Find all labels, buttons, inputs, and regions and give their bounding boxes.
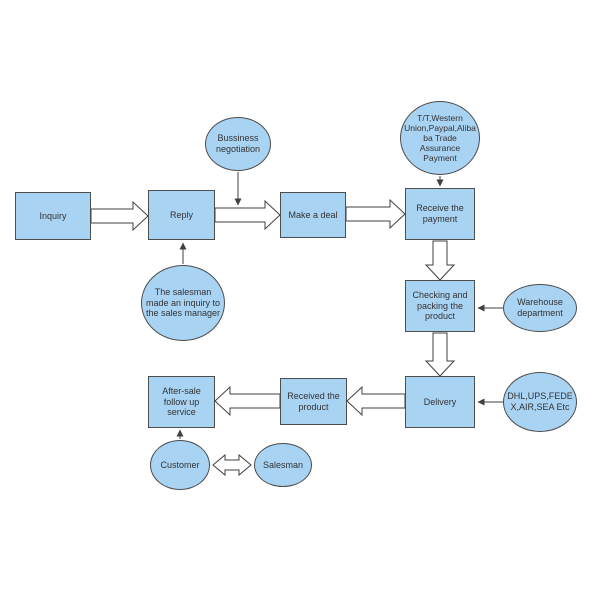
node-warehouse: Warehouse department	[503, 284, 577, 332]
node-after-sale: After-sale follow up service	[148, 376, 215, 428]
arrow-inquiry-to-reply	[90, 200, 149, 232]
node-salesman-inquiry: The salesman made an inquiry to the sale…	[141, 265, 225, 341]
node-shipping-label: DHL,UPS,FEDEX,AIR,SEA Etc	[507, 391, 573, 412]
node-reply: Reply	[148, 190, 215, 240]
node-make-deal: Make a deal	[280, 192, 346, 238]
arrow-customer-salesman-double	[212, 453, 252, 477]
node-salesman-label: Salesman	[262, 459, 304, 470]
node-delivery: Delivery	[405, 376, 475, 428]
node-customer: Customer	[150, 440, 210, 490]
arrow-checking-to-delivery	[424, 332, 456, 377]
arrow-reply-to-make-deal	[214, 199, 281, 231]
node-make-deal-label: Make a deal	[288, 209, 338, 220]
arrow-received-product-to-after-sale	[214, 385, 281, 417]
node-received-product-label: Received the product	[287, 390, 340, 412]
node-customer-label: Customer	[160, 459, 200, 470]
node-inquiry: Inquiry	[15, 192, 91, 240]
node-payment-methods: T/T,Western Union,Paypal,Alibaba Trade A…	[400, 101, 480, 175]
arrow-make-deal-to-receive-payment	[345, 198, 406, 230]
node-reply-label: Reply	[169, 209, 193, 220]
node-inquiry-label: Inquiry	[39, 210, 67, 221]
node-delivery-label: Delivery	[423, 396, 457, 407]
arrow-delivery-to-received-product	[346, 385, 406, 417]
node-checking-label: Checking and packing the product	[412, 289, 468, 322]
node-business-negotiation: Bussiness negotiation	[205, 117, 271, 171]
arrow-receive-payment-to-checking	[424, 240, 456, 281]
node-warehouse-label: Warehouse department	[517, 297, 563, 318]
node-salesman: Salesman	[254, 443, 312, 487]
node-shipping: DHL,UPS,FEDEX,AIR,SEA Etc	[503, 372, 577, 432]
node-business-negotiation-label: Bussiness negotiation	[215, 133, 261, 154]
node-after-sale-label: After-sale follow up service	[162, 385, 201, 418]
node-receive-payment-label: Receive the payment	[416, 203, 464, 224]
node-payment-methods-label: T/T,Western Union,Paypal,Alibaba Trade A…	[404, 112, 476, 164]
node-checking: Checking and packing the product	[405, 280, 475, 332]
node-received-product: Received the product	[280, 378, 347, 425]
node-salesman-inquiry-label: The salesman made an inquiry to the sale…	[145, 286, 221, 319]
node-receive-payment: Receive the payment	[405, 188, 475, 240]
